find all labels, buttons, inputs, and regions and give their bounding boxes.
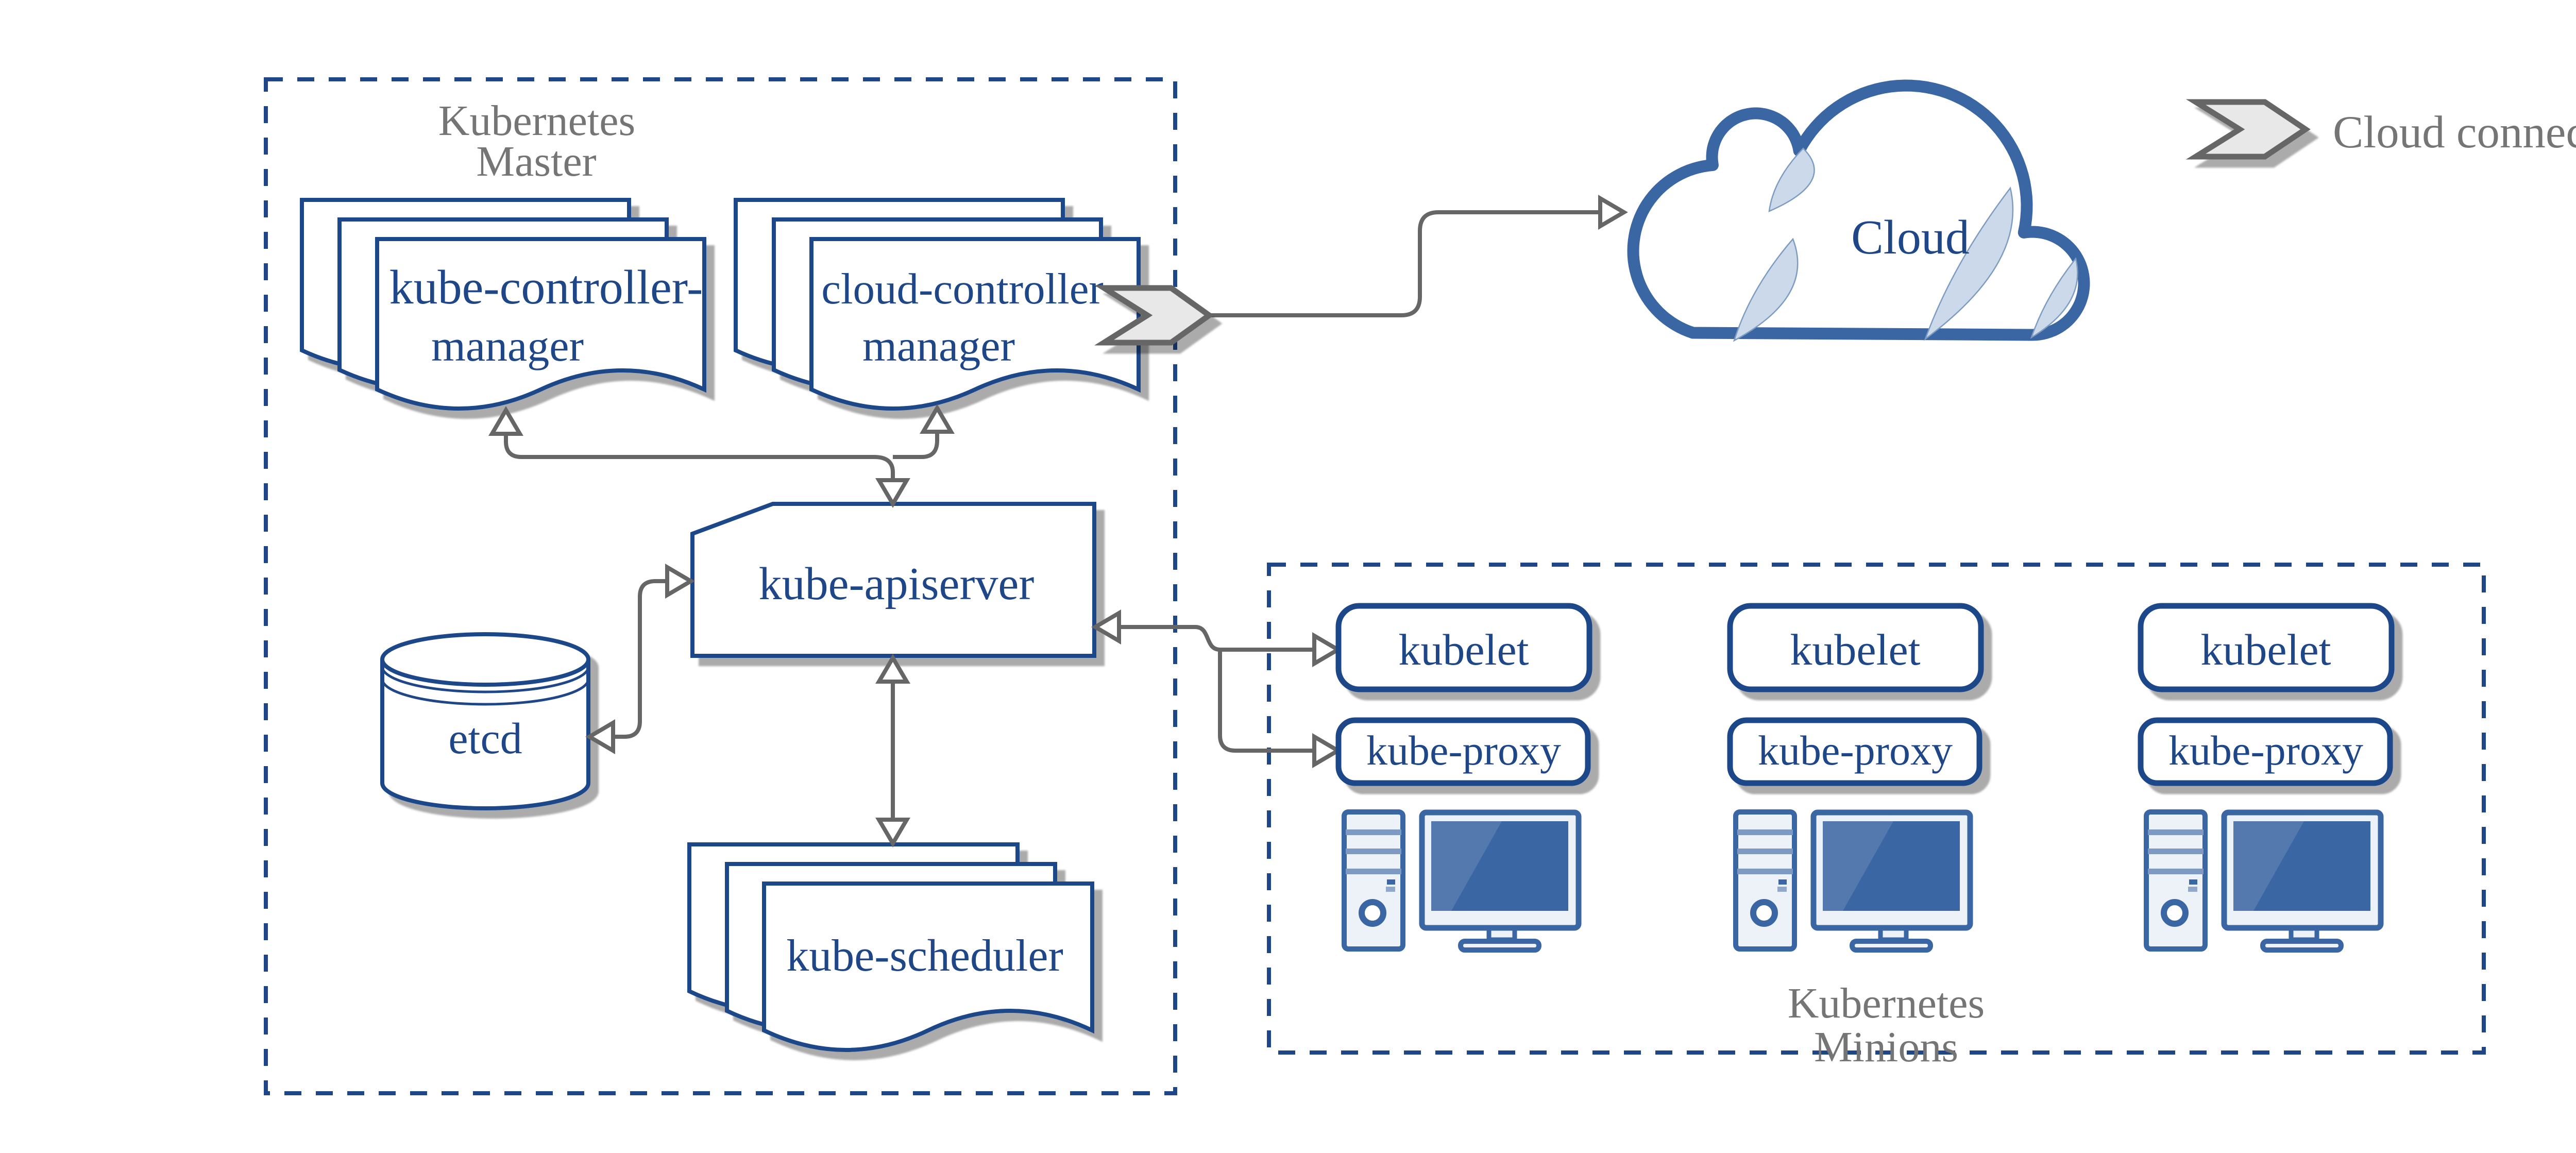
svg-text:kubelet: kubelet (1790, 625, 1920, 674)
svg-text:kube-proxy: kube-proxy (1758, 727, 1953, 774)
svg-text:cloud-controller: cloud-controller (821, 265, 1104, 313)
svg-text:Cloud: Cloud (1851, 211, 1970, 264)
svg-text:Kubernetes: Kubernetes (1788, 979, 1985, 1027)
svg-text:kube-apiserver: kube-apiserver (759, 558, 1035, 609)
svg-text:kubelet: kubelet (1398, 625, 1529, 674)
svg-text:kube-proxy: kube-proxy (1366, 727, 1561, 774)
svg-text:manager: manager (862, 321, 1015, 370)
svg-text:manager: manager (431, 321, 584, 370)
svg-text:Master: Master (476, 138, 596, 185)
svg-text:kube-controller-: kube-controller- (389, 261, 703, 314)
svg-text:kube-proxy: kube-proxy (2168, 727, 2363, 774)
svg-text:kubelet: kubelet (2200, 625, 2331, 674)
svg-text:Cloud connector: Cloud connector (2333, 107, 2576, 158)
svg-text:Minions: Minions (1814, 1023, 1958, 1071)
svg-text:etcd: etcd (448, 714, 522, 763)
svg-text:kube-scheduler: kube-scheduler (786, 931, 1063, 981)
svg-text:Kubernetes: Kubernetes (438, 97, 636, 145)
